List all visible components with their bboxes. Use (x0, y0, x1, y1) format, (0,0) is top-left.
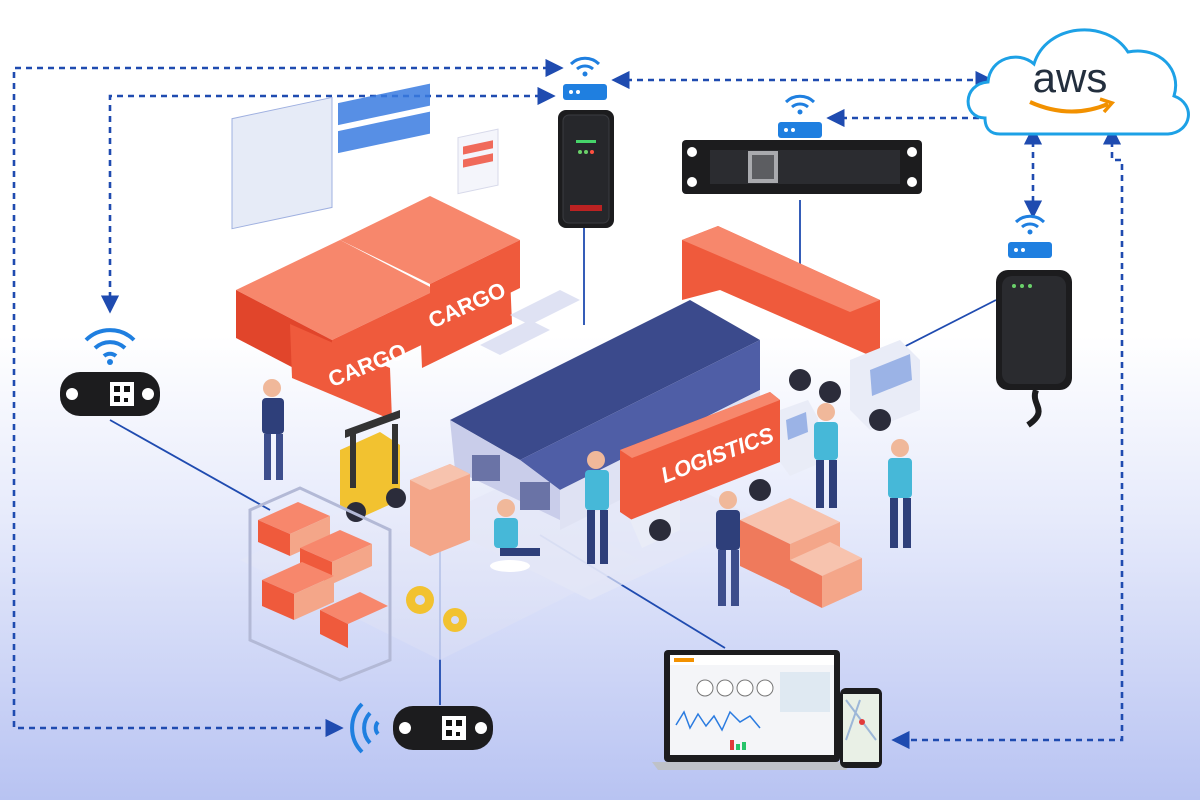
bar-mini-chart (730, 740, 746, 750)
worker-figures (262, 379, 912, 606)
worker-4 (814, 403, 838, 508)
vehicle-tracker-device (996, 270, 1072, 428)
rfid-reader-device (682, 140, 922, 194)
aws-logo: aws (1033, 54, 1108, 101)
logistics-scene: CARGO CARGO LOGISTICS (231, 83, 920, 682)
phone-map (840, 688, 882, 768)
cloud-icon (966, 28, 1190, 136)
solid-links (109, 200, 997, 705)
router-icon-reader (778, 94, 822, 138)
worker-5 (888, 439, 912, 548)
bluetooth-tag-bottom (393, 706, 493, 750)
bluetooth-tag-left (60, 372, 160, 416)
forklift (340, 410, 470, 556)
gauge-row (696, 679, 774, 697)
worker-seated (490, 499, 540, 572)
laptop-dashboard (652, 650, 852, 770)
aws-cloud: aws (966, 28, 1190, 136)
wifi-icon-bottom-tag (350, 702, 380, 754)
logistics-truck: LOGISTICS (620, 392, 818, 548)
cargo-containers: CARGO CARGO (236, 196, 520, 420)
router-icon-tracker (1008, 214, 1052, 258)
wifi-icon-left-tag (84, 328, 136, 365)
aws-smile-icon (1029, 100, 1109, 114)
link-gateway-to-bottom-tag (12, 58, 564, 738)
container-truck (682, 226, 920, 431)
box-stack (740, 498, 862, 608)
floating-panels (231, 83, 499, 230)
link-aws-laptop (891, 126, 1124, 750)
router-icon-gateway (563, 56, 607, 100)
storage-shelves (248, 486, 392, 682)
worker-3 (716, 491, 740, 606)
worker-1 (262, 379, 284, 480)
gateway-device (558, 110, 614, 228)
gear-icons (406, 586, 467, 632)
worker-2 (585, 451, 609, 564)
